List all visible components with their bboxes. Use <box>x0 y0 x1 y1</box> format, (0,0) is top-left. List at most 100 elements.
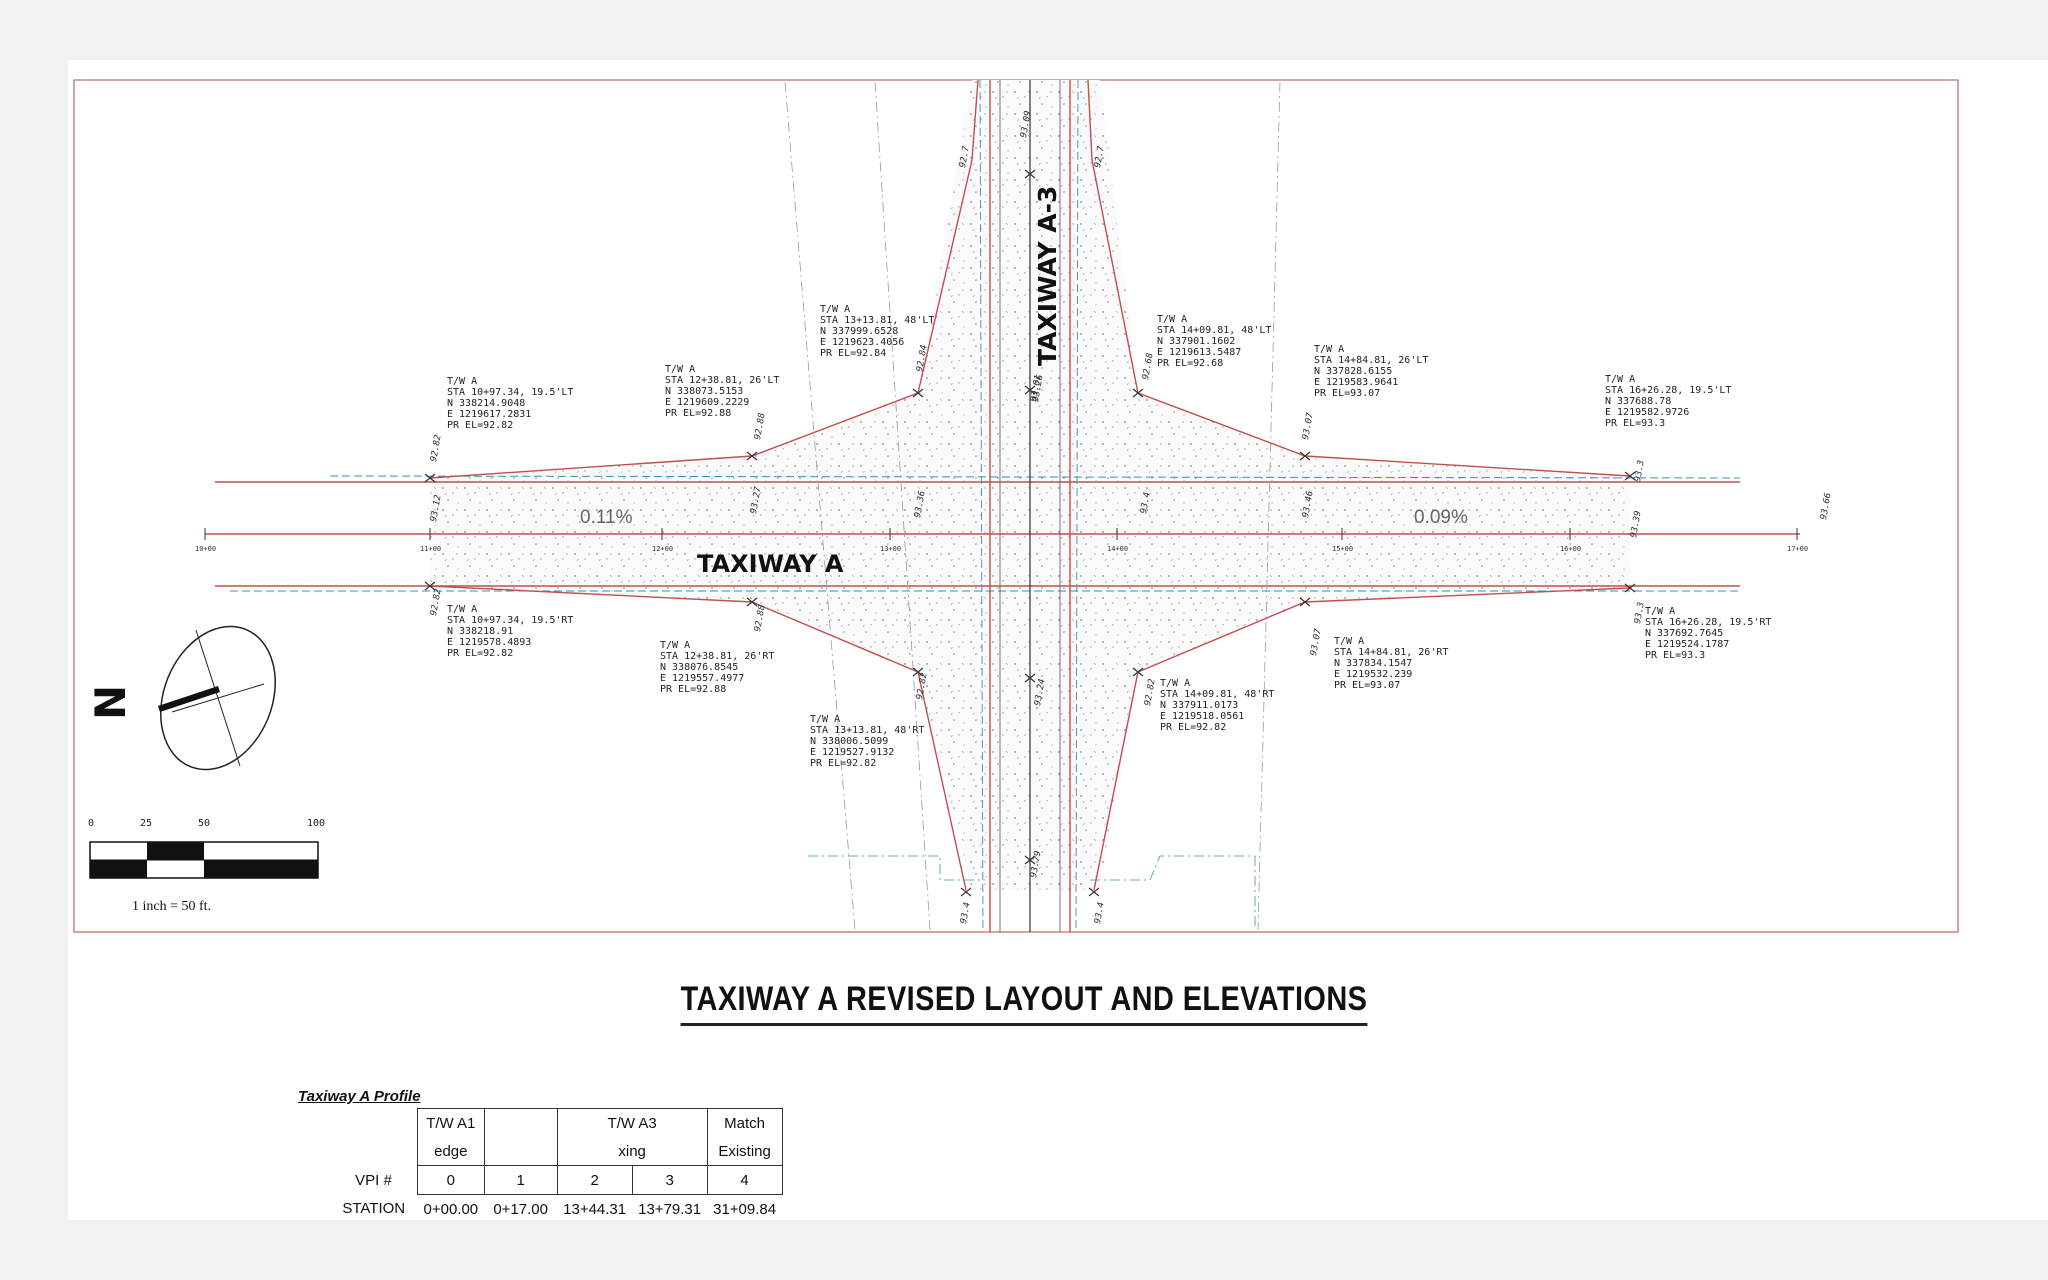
callout-line: N 338076.8545 <box>660 662 738 673</box>
elevation-e2: 92.7 <box>1093 145 1107 169</box>
elevation-e6: 92.88 <box>753 412 768 440</box>
station-tick-label: 12+00 <box>652 545 673 553</box>
header-match: Match <box>706 1108 783 1137</box>
callout-line: E 1219557.4977 <box>660 673 744 684</box>
scale-tick-25: 25 <box>140 818 152 829</box>
elevation-e14: 93.4 <box>1139 491 1153 514</box>
taxiway-a3-edges <box>979 79 1079 933</box>
vpi-cell: 1 <box>483 1165 558 1195</box>
callout-line: N 337692.7645 <box>1645 628 1723 639</box>
callout-line: T/W A <box>660 640 690 651</box>
callout-line: E 1219578.4893 <box>447 637 531 648</box>
profile-table: T/W A1 T/W A3 Match edge xing Existing V… <box>330 1108 783 1223</box>
callout-line: N 337901.1602 <box>1157 336 1235 347</box>
header-tw-a1: T/W A1 <box>417 1108 485 1137</box>
elevation-e28: 93.66 <box>1819 492 1834 520</box>
header-blank-2 <box>483 1137 558 1166</box>
header-existing: Existing <box>706 1137 783 1166</box>
elevation-e5: 92.82 <box>429 434 444 462</box>
elevation-e11: 93.12 <box>429 494 444 522</box>
callout-line: E 1219617.2831 <box>447 409 531 420</box>
north-letter: N <box>86 685 135 720</box>
callout-line: N 337911.0173 <box>1160 700 1238 711</box>
scale-caption: 1 inch = 50 ft. <box>132 899 211 914</box>
vpi-label: VPI # <box>355 1171 392 1189</box>
callout-line: E 1219582.9726 <box>1605 407 1689 418</box>
taxiway-a3-label: TAXIWAY A-3 <box>1033 186 1062 366</box>
callout-line: E 1219524.1787 <box>1645 639 1729 650</box>
callout-line: T/W A <box>1157 314 1187 325</box>
vpi-cell: 0 <box>417 1165 485 1195</box>
callout-line: N 338073.5153 <box>665 386 743 397</box>
callout-line: T/W A <box>447 376 477 387</box>
callout-line: PR EL=92.82 <box>447 420 513 431</box>
callout-line: PR EL=93.07 <box>1314 388 1380 399</box>
profile-station-row: STATION 0+00.00 0+17.00 13+44.31 13+79.3… <box>330 1195 782 1224</box>
elevation-e21: 93.07 <box>1309 628 1324 657</box>
callout-line: N 337828.6155 <box>1314 366 1392 377</box>
station-tick-label: 17+00 <box>1787 545 1808 553</box>
callout-line: E 1219527.9132 <box>810 747 894 758</box>
scale-tick-100: 100 <box>307 818 325 829</box>
profile-header-row-2: edge xing Existing <box>330 1137 783 1166</box>
elevation-e3: 93.09 <box>1019 110 1034 138</box>
callout-line: PR EL=92.88 <box>665 408 731 419</box>
station-cell: 31+09.84 <box>713 1200 777 1218</box>
callout-line: T/W A <box>1605 374 1635 385</box>
header-blank <box>483 1108 558 1137</box>
callout-line: PR EL=92.84 <box>820 348 886 359</box>
elevation-e4: 93.26 <box>1031 374 1046 402</box>
station-tick-label: 10+00 <box>195 545 216 553</box>
station-cell: 13+79.31 <box>638 1200 702 1218</box>
callout-line: PR EL=92.82 <box>1160 722 1226 733</box>
callout-line: N 337999.6528 <box>820 326 898 337</box>
callout-line: N 337834.1547 <box>1334 658 1412 669</box>
station-cell: 13+44.31 <box>563 1200 627 1218</box>
elevation-e7: 92.84 <box>915 344 930 372</box>
elevation-e19: 92.82 <box>915 672 930 700</box>
callout-line: PR EL=92.82 <box>810 758 876 769</box>
utility-lines <box>784 81 1281 931</box>
callout-line: E 1219532.239 <box>1334 669 1412 680</box>
callout-line: PR EL=93.3 <box>1645 650 1705 661</box>
point-markers <box>424 169 1636 897</box>
grade-right-label: 0.09% <box>1414 507 1468 528</box>
elevation-e10: 93.3 <box>1633 459 1647 482</box>
taxiway-a-label: TAXIWAY A <box>697 550 844 578</box>
callout-line: T/W A <box>820 304 850 315</box>
callout-line: E 1219518.0561 <box>1160 711 1244 722</box>
callout-line: T/W A <box>447 604 477 615</box>
elevation-e27: 93.01 <box>1029 374 1044 402</box>
callout-line: PR EL=93.3 <box>1605 418 1665 429</box>
callout-line: E 1219583.9641 <box>1314 377 1398 388</box>
station-tick-label: 14+00 <box>1107 545 1128 553</box>
header-tw-a3: T/W A3 <box>556 1108 708 1137</box>
station-cell: 0+17.00 <box>493 1200 548 1218</box>
callout-line: PR EL=93.07 <box>1334 680 1400 691</box>
callout-line: PR EL=92.88 <box>660 684 726 695</box>
elevation-e13: 93.36 <box>913 490 928 518</box>
callout-line: STA 14+09.81, 48'LT <box>1157 325 1271 336</box>
drawing-title: TAXIWAY A REVISED LAYOUT AND ELEVATIONS <box>680 980 1368 1026</box>
station-cell: 0+00.00 <box>423 1200 479 1218</box>
elevation-e24: 93.4 <box>959 901 973 924</box>
north-arrow: N <box>86 625 276 771</box>
callout-line: STA 12+38.81, 26'LT <box>665 375 779 386</box>
scale-tick-0: 0 <box>88 818 94 829</box>
vpi-cell: 3 <box>631 1165 708 1195</box>
callout-line: STA 13+13.81, 48'RT <box>810 725 924 736</box>
callout-line: STA 10+97.34, 19.5'LT <box>447 387 573 398</box>
callout-line: STA 14+84.81, 26'LT <box>1314 355 1428 366</box>
taxiway-a-edges <box>205 475 1800 592</box>
